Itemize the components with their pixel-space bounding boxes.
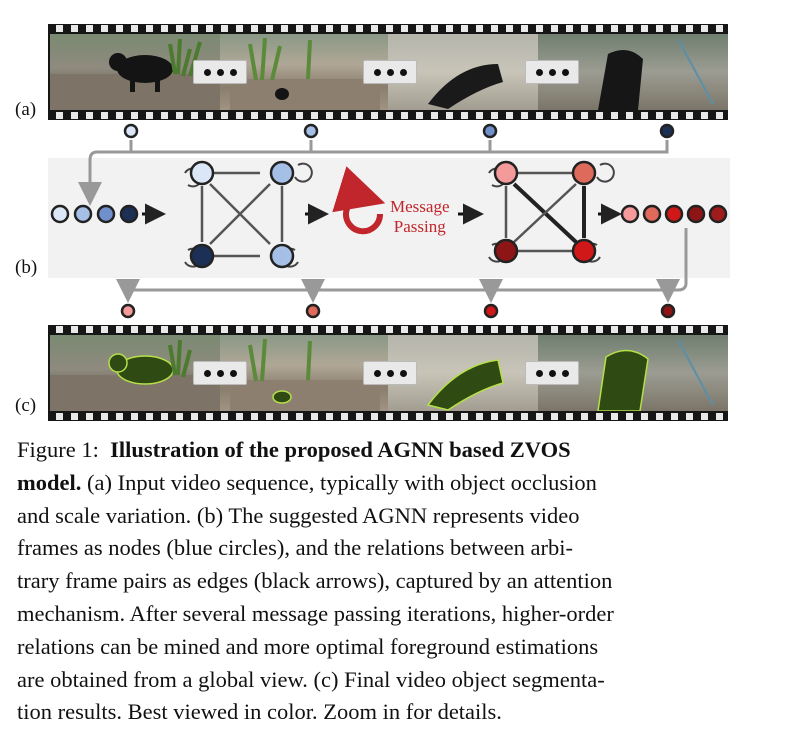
film-perforations-top <box>48 25 728 32</box>
agnn-diagram <box>50 123 728 319</box>
ellipsis-2 <box>363 60 417 84</box>
caption-line-6: mechanism. After several message passing… <box>17 600 614 626</box>
output-frame-4 <box>538 335 728 412</box>
plant-pot-scene <box>230 37 380 110</box>
segmented-dog-4 <box>597 339 714 412</box>
input-node-marker-4 <box>659 123 675 139</box>
initial-graph <box>184 160 313 269</box>
caption-line-3: and scale variation. (b) The suggested A… <box>17 502 580 528</box>
film-perforations-top <box>48 326 728 333</box>
caption-line-7: relations can be mined and more optimal … <box>17 633 599 659</box>
film-perforations-bottom <box>48 413 728 420</box>
input-node-marker-3 <box>482 123 498 139</box>
caption-line-8: are obtained from a global view. (c) Fin… <box>17 666 605 692</box>
input-node-markers <box>123 123 675 139</box>
caption-prefix: Figure 1: <box>17 437 99 462</box>
input-frame-2 <box>220 34 388 110</box>
input-video-filmstrip <box>48 24 728 120</box>
ellipsis-1 <box>193 60 247 84</box>
panel-label-a: (a) <box>15 99 37 120</box>
refined-graph <box>488 160 615 264</box>
input-node-marker-2 <box>303 123 319 139</box>
output-node-markers <box>120 303 676 319</box>
film-perforations-bottom <box>48 112 728 119</box>
segmented-dog-2 <box>230 338 380 411</box>
input-gather-line <box>131 140 669 154</box>
caption-line-1: Figure 1: Illustration of the proposed A… <box>17 434 729 467</box>
message-passing-label-line1: Message <box>390 197 450 216</box>
panel-label-c: (c) <box>15 395 37 416</box>
input-frame-1 <box>50 34 220 110</box>
dog-silhouette <box>50 38 220 110</box>
output-frame-1 <box>50 335 220 411</box>
message-passing-label: Message Passing <box>390 197 449 237</box>
figure-caption: Figure 1: Illustration of the proposed A… <box>17 434 729 729</box>
caption-title-end: model. <box>17 469 82 495</box>
caption-line-5: trary frame pairs as edges (black arrows… <box>17 568 613 594</box>
input-node-row <box>50 204 139 224</box>
dog-closeup <box>598 38 714 110</box>
segmented-dog-3 <box>426 359 504 411</box>
caption-text-2: (a) Input video sequence, typically with… <box>87 469 597 495</box>
segmented-dog-1 <box>50 339 220 411</box>
input-gather-arrow <box>78 140 133 206</box>
ellipsis-4 <box>193 361 247 385</box>
input-node-marker-1 <box>123 123 139 139</box>
output-frame-2 <box>220 335 388 411</box>
ellipsis-6 <box>525 361 579 385</box>
ellipsis-5 <box>363 361 417 385</box>
caption-title: Illustration of the proposed AGNN based … <box>110 437 571 462</box>
output-node-row <box>620 204 728 224</box>
ellipsis-3 <box>525 60 579 84</box>
message-passing-cycle-icon <box>332 166 386 235</box>
segmentation-filmstrip <box>48 325 728 421</box>
caption-line-9: tion results. Best viewed in color. Zoom… <box>17 699 502 725</box>
dog-blurred <box>428 64 503 109</box>
message-passing-label-line2: Passing <box>393 217 446 236</box>
panel-label-b: (b) <box>15 257 38 278</box>
caption-line-2: model. (a) Input video sequence, typical… <box>17 467 729 500</box>
caption-line-4: frames as nodes (blue circles), and the … <box>17 535 574 561</box>
